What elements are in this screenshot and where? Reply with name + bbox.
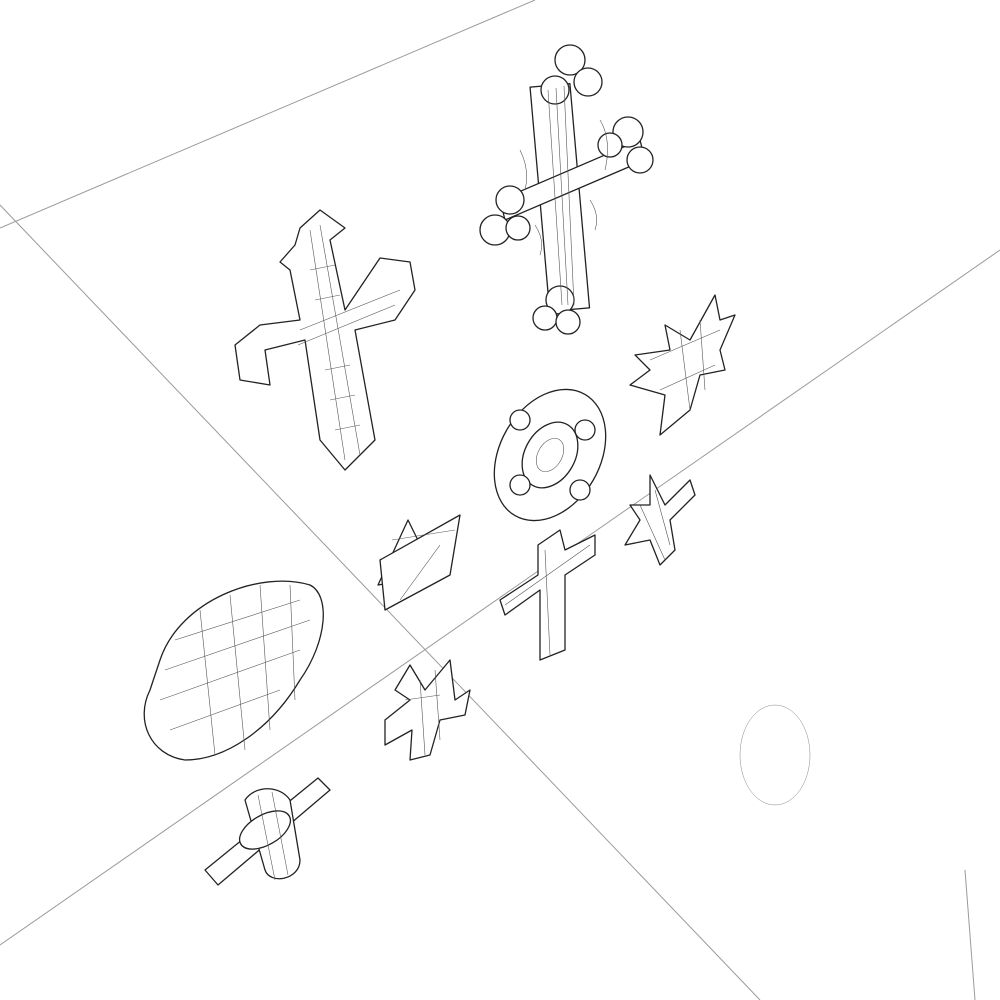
maltese-cross[interactable] [384, 659, 471, 761]
trefoil-cross[interactable] [479, 44, 654, 335]
star-of-david[interactable] [377, 514, 461, 611]
small-cross[interactable] [624, 474, 696, 566]
ghost-ellipse [739, 704, 811, 806]
oval-medallion[interactable] [143, 580, 324, 761]
ankh-tube-cross[interactable] [204, 777, 331, 886]
gothic-cross[interactable] [234, 209, 416, 471]
celtic-ring[interactable] [472, 369, 629, 540]
latin-cross[interactable] [499, 529, 596, 661]
star-cross[interactable] [629, 294, 736, 436]
